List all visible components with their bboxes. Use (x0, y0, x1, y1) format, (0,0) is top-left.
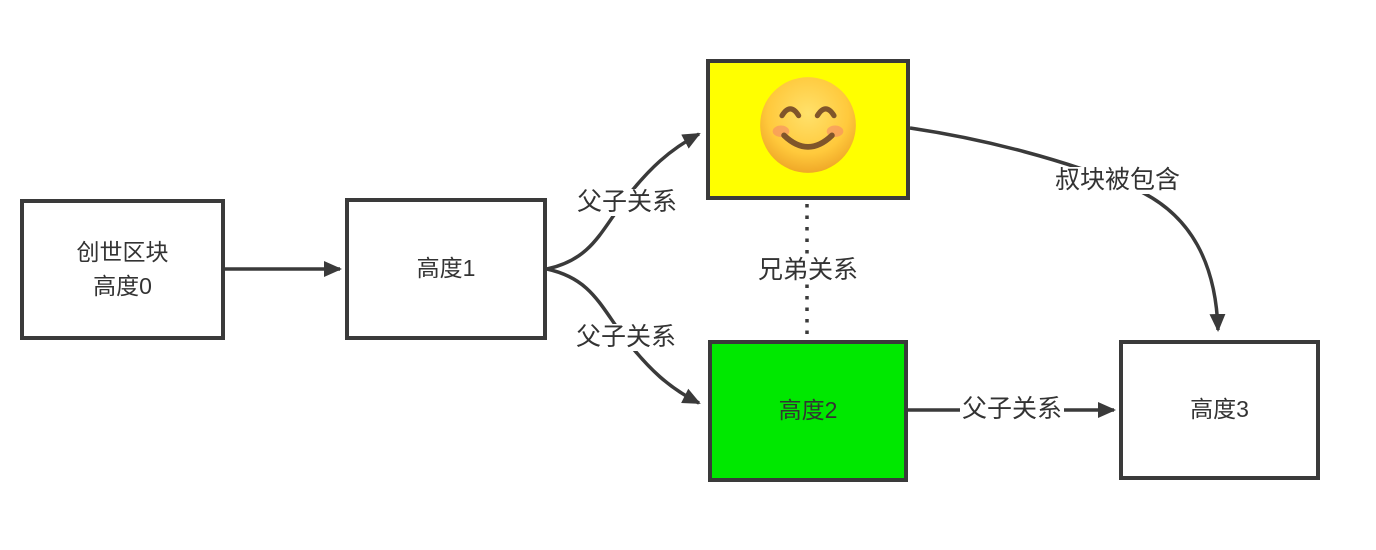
node-height2-label: 高度2 (778, 397, 838, 424)
edge-label-sibling: 兄弟关系 (756, 256, 861, 284)
edge-uncle-to-height3 (909, 126, 1226, 332)
edge-label-parent-child-right: 父子关系 (960, 395, 1065, 423)
edge-label-uncle-included: 叔块被包含 (1053, 166, 1183, 194)
edge-label-parent-child-upper: 父子关系 (575, 188, 680, 216)
node-genesis-block: 创世区块 高度0 (20, 199, 225, 340)
node-height1-label: 高度1 (416, 255, 476, 282)
smiling-face-icon (760, 76, 856, 173)
node-genesis-label-line2: 高度0 (93, 272, 152, 299)
node-height3: 高度3 (1119, 340, 1320, 480)
edge-label-parent-child-lower: 父子关系 (574, 323, 679, 351)
node-height1: 高度1 (345, 198, 547, 340)
node-genesis-label-line1: 创世区块 (76, 239, 169, 266)
node-uncle-block (706, 59, 910, 200)
node-height2: 高度2 (708, 340, 908, 482)
node-height3-label: 高度3 (1190, 396, 1249, 423)
